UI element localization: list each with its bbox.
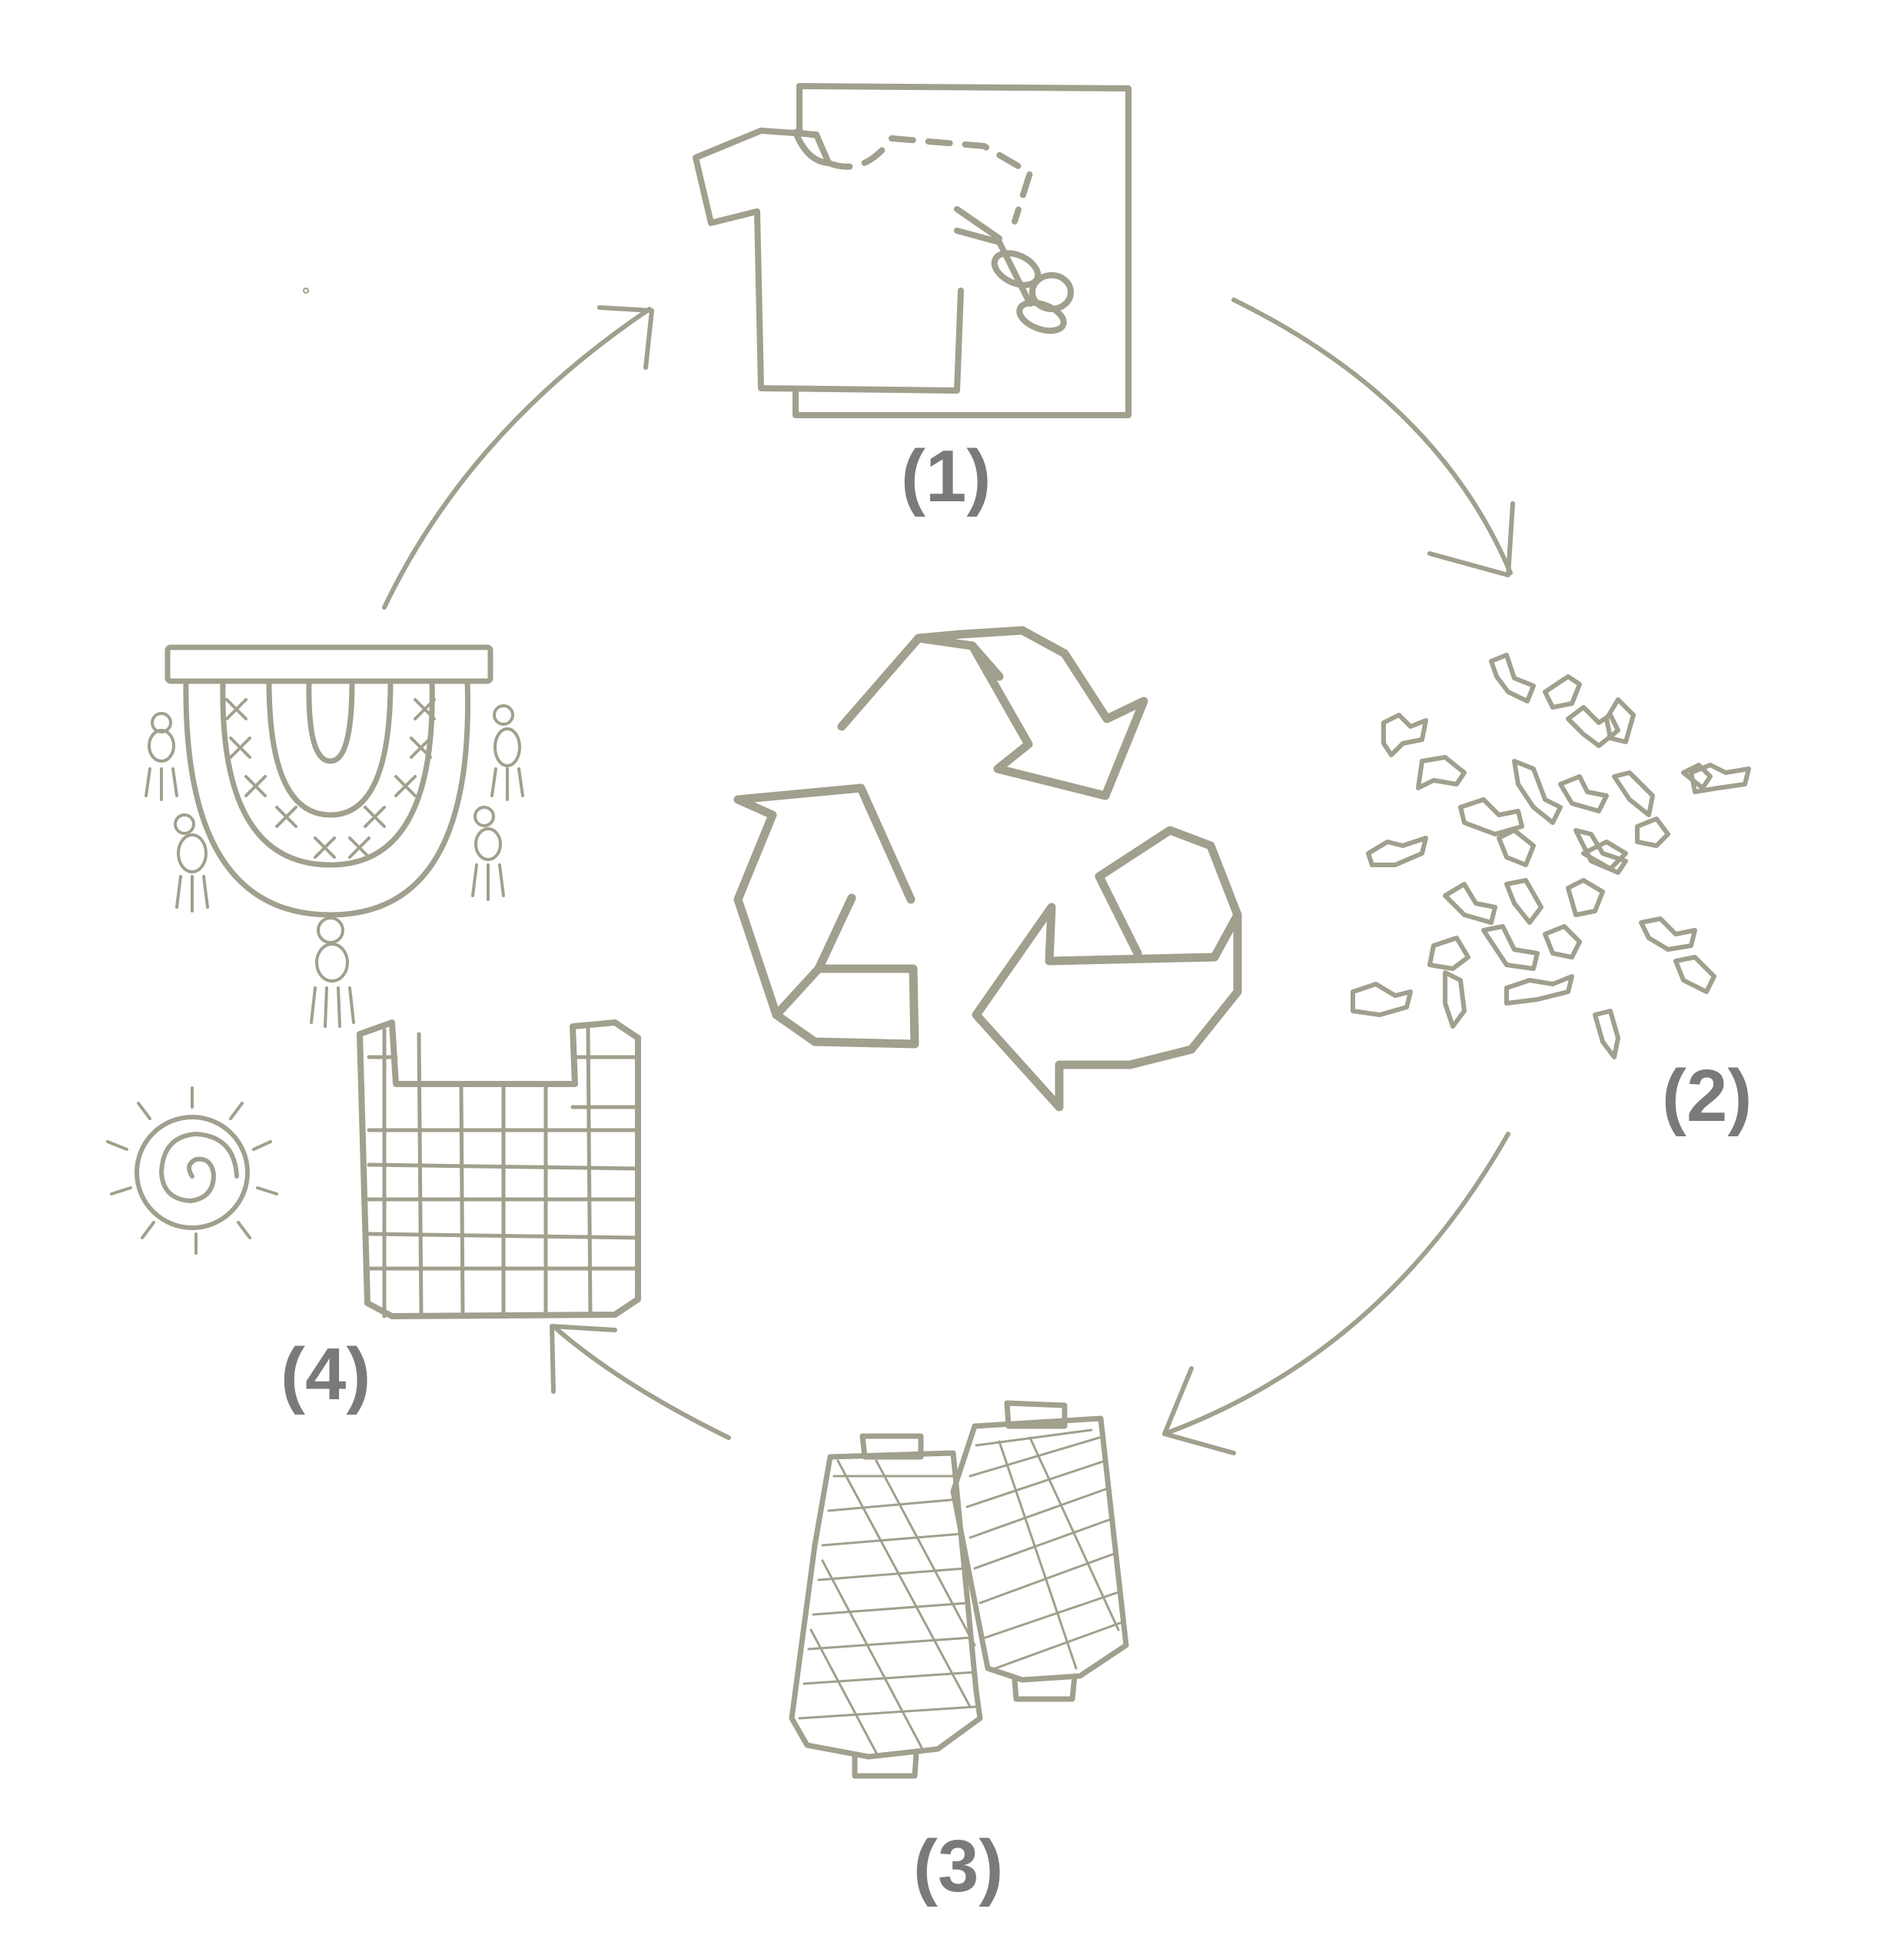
step-label-3: (3) [913, 1825, 1004, 1907]
woven-products-icon [106, 644, 641, 1319]
step-label-4: (4) [281, 1333, 371, 1415]
arrow-2-to-3 [1162, 1132, 1510, 1455]
wall-hanging-icon [145, 644, 524, 1028]
yarn-cones-icon [789, 1400, 1129, 1779]
arrow-3-to-4 [550, 1324, 731, 1440]
fabric-scraps-icon [1351, 653, 1751, 1059]
step-label-2: (2) [1662, 1055, 1753, 1137]
arrow-1-to-2 [1231, 298, 1515, 577]
woven-basket-icon [357, 1019, 641, 1319]
sparkle-icon [303, 288, 309, 294]
recycle-icon [733, 626, 1242, 1112]
cut-tshirt-icon [693, 83, 1131, 418]
step-label-1: (1) [901, 435, 992, 517]
arrow-4-to-1 [382, 305, 654, 610]
spiral-rug-icon [106, 1086, 278, 1255]
